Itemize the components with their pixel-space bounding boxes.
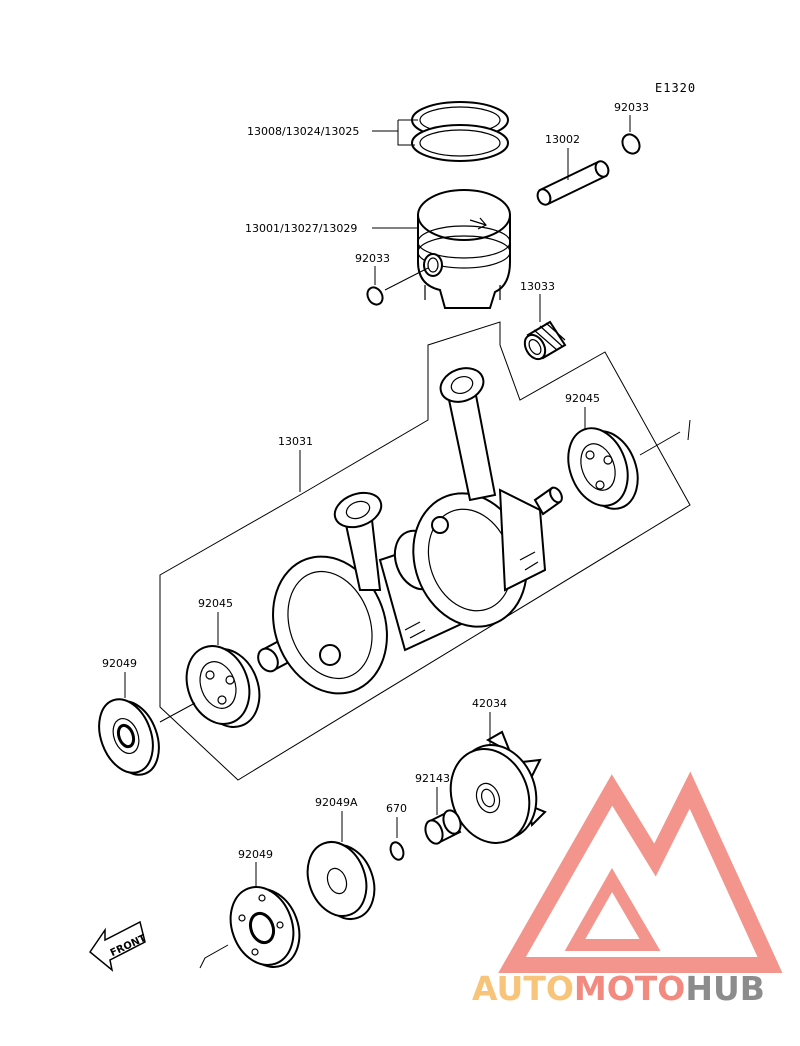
brand-part-auto: AUTO: [472, 969, 574, 1008]
washer: [389, 841, 405, 861]
rotor: [449, 730, 547, 844]
circlip-left: [366, 286, 384, 306]
needle-bearing: [523, 320, 567, 361]
label-pin: 13002: [545, 133, 580, 146]
bearing-right: [567, 427, 639, 510]
label-seal-left: 92049: [102, 657, 137, 670]
label-bearing-right: 92045: [565, 392, 600, 405]
brand-part-hub: HUB: [685, 969, 765, 1008]
label-collar: 92143: [415, 772, 450, 785]
label-rings: 13008/13024/13025: [247, 125, 359, 138]
circlip-top: [621, 133, 641, 155]
brand-name: AUTOMOTOHUB: [472, 969, 765, 1008]
diagram-code: E1320: [655, 81, 696, 95]
label-seal-a: 92049A: [315, 796, 358, 809]
seal-bottom: [229, 886, 301, 968]
crankshaft-frame: [159, 321, 691, 781]
front-arrow: FRONT: [88, 920, 148, 972]
piston-rings: [411, 101, 509, 162]
seal-a: [306, 841, 376, 920]
label-clip-left: 92033: [355, 252, 390, 265]
label-washer: 670: [386, 802, 407, 815]
label-seal-bottom: 92049: [238, 848, 273, 861]
label-needle-bearing: 13033: [520, 280, 555, 293]
bearing-left: [185, 645, 261, 728]
label-rotor: 42034: [472, 697, 507, 710]
label-piston: 13001/13027/13029: [245, 222, 357, 235]
collar: [424, 809, 462, 845]
label-crankshaft: 13031: [278, 435, 313, 448]
piston: [417, 189, 511, 309]
brand-part-moto: MOTO: [574, 969, 685, 1008]
piston-pin: [536, 160, 610, 206]
brand-logo: [498, 771, 783, 973]
crankshaft: [257, 367, 563, 695]
label-clip-top: 92033: [614, 101, 649, 114]
label-bearing-left: 92045: [198, 597, 233, 610]
seal-left: [98, 698, 160, 776]
